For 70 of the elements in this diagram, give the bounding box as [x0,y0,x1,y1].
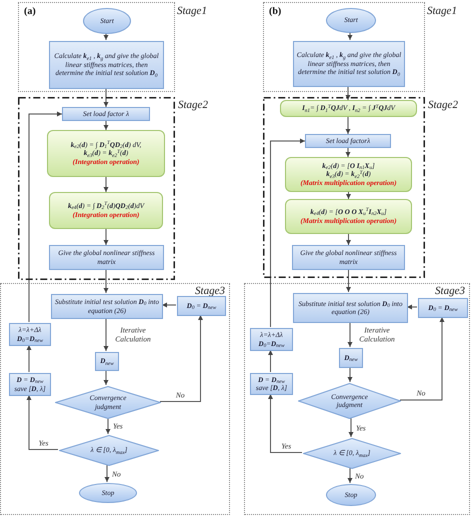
stage-frame [244,283,470,515]
formula-box [280,100,417,117]
stage-label: Stage2 [178,100,208,111]
process-box [49,245,164,270]
arrow [348,366,352,382]
formula-box [285,199,412,234]
process-box [293,293,408,323]
decision-diamond [298,383,401,419]
stage-label: Stage3 [435,286,465,297]
process-box [9,323,51,346]
process-box [293,41,405,87]
terminal-ellipse [326,484,376,506]
process-box [49,41,164,89]
process-box [9,373,51,396]
arrow [26,394,58,450]
arrow [104,270,108,294]
arrow [104,120,108,130]
arrow [346,116,350,134]
arrow [270,138,306,328]
arrow [104,318,108,352]
terminal-ellipse [83,8,131,34]
arrow [162,302,176,308]
arrow [348,32,352,40]
formula-box [47,130,165,177]
arrow [346,270,351,292]
arrow [346,234,351,246]
arrow [346,192,351,200]
process-box [305,134,391,148]
decision-diamond [55,386,161,419]
arrow [104,464,110,482]
stage-frame [0,283,230,515]
process-box [250,328,293,351]
terminal-ellipse [79,483,137,503]
arrow [400,316,444,400]
arrow [104,88,108,108]
arrow [268,350,273,372]
terminal-ellipse [326,8,376,33]
stage-label: Stage1 [427,6,457,17]
decision-diamond [59,435,159,466]
stage-label: Stage2 [428,100,458,111]
panel-label: (a) [24,7,36,17]
process-box [418,298,468,318]
panel-label: (b) [269,7,282,17]
formula-box [285,157,412,192]
arrow [106,418,110,434]
arrow [406,304,418,310]
arrow [268,394,302,453]
arrow [104,32,108,40]
arrow [26,344,32,372]
arrow [348,322,352,348]
decision-diamond [303,438,401,469]
arrow [104,228,108,246]
stage-label: Stage3 [195,286,225,297]
process-box [51,294,163,319]
stage-label: Stage1 [177,6,207,17]
process-box [250,373,293,395]
process-box [292,245,405,270]
process-box [95,352,119,371]
process-box [177,296,226,316]
arrow [28,112,62,322]
arrow [104,370,108,386]
arrow [346,148,350,158]
arrow [160,314,203,402]
arrow [348,468,352,484]
arrow [346,86,350,100]
arrow [104,176,108,192]
formula-box [49,192,163,229]
process-box [339,348,363,368]
process-box [62,107,150,121]
arrow [348,418,354,438]
